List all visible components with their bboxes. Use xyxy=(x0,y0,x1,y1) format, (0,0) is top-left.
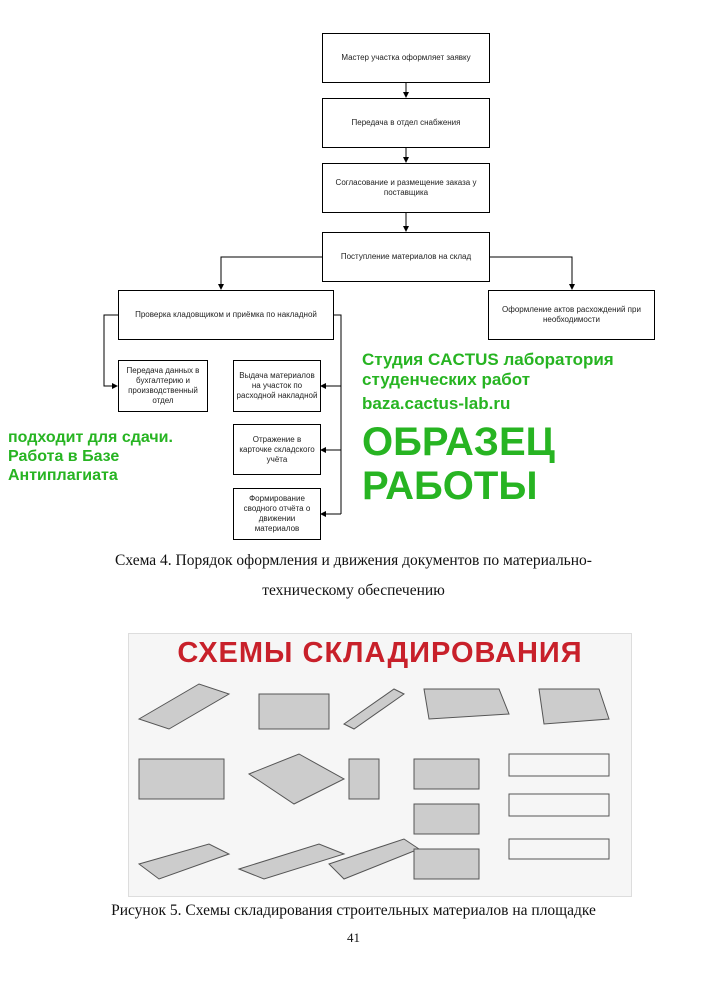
flow-box-issue: Выдача материалов на участок по расходно… xyxy=(233,360,321,412)
flow-box-arrival: Поступление материалов на склад xyxy=(322,232,490,282)
flowchart-connectors xyxy=(103,83,575,517)
figure-caption-5: Рисунок 5. Схемы складирования строитель… xyxy=(111,902,596,919)
page-number: 41 xyxy=(347,930,360,945)
image-title: СХЕМЫ СКЛАДИРОВАНИЯ xyxy=(177,637,583,669)
flow-box-report: Формирование сводного отчёта о движении … xyxy=(233,488,321,540)
flow-box-order: Согласование и размещение заказа у поста… xyxy=(322,163,490,213)
watermark-line2: baza.cactus-lab.ru xyxy=(362,394,511,413)
flow-box-discrepancy: Оформление актов расхождений при необход… xyxy=(488,290,655,340)
flow-box-card: Отражение в карточке складского учёта xyxy=(233,424,321,475)
figure-caption-4-line1: Схема 4. Порядок оформления и движения д… xyxy=(115,552,592,569)
watermark-line1: Студия CACTUS лаборатория студенческих р… xyxy=(362,350,614,389)
storage-sketches xyxy=(137,683,610,880)
flow-box-accounting: Передача данных в бухгалтерию и производ… xyxy=(118,360,208,412)
watermark-stamp: ОБРАЗЕЦ РАБОТЫ xyxy=(362,420,555,508)
flow-box-supply-dept: Передача в отдел снабжения xyxy=(322,98,490,148)
flow-box-inspection: Проверка кладовщиком и приёмка по наклад… xyxy=(118,290,334,340)
watermark-line4: подходит для сдачи. Работа в Базе Антипл… xyxy=(8,429,173,484)
flow-box-request: Мастер участка оформляет заявку xyxy=(322,33,490,83)
storage-schemes-image: СХЕМЫ СКЛАДИРОВАНИЯ xyxy=(128,633,632,897)
figure-caption-4-line2: техническому обеспечению xyxy=(262,582,445,599)
